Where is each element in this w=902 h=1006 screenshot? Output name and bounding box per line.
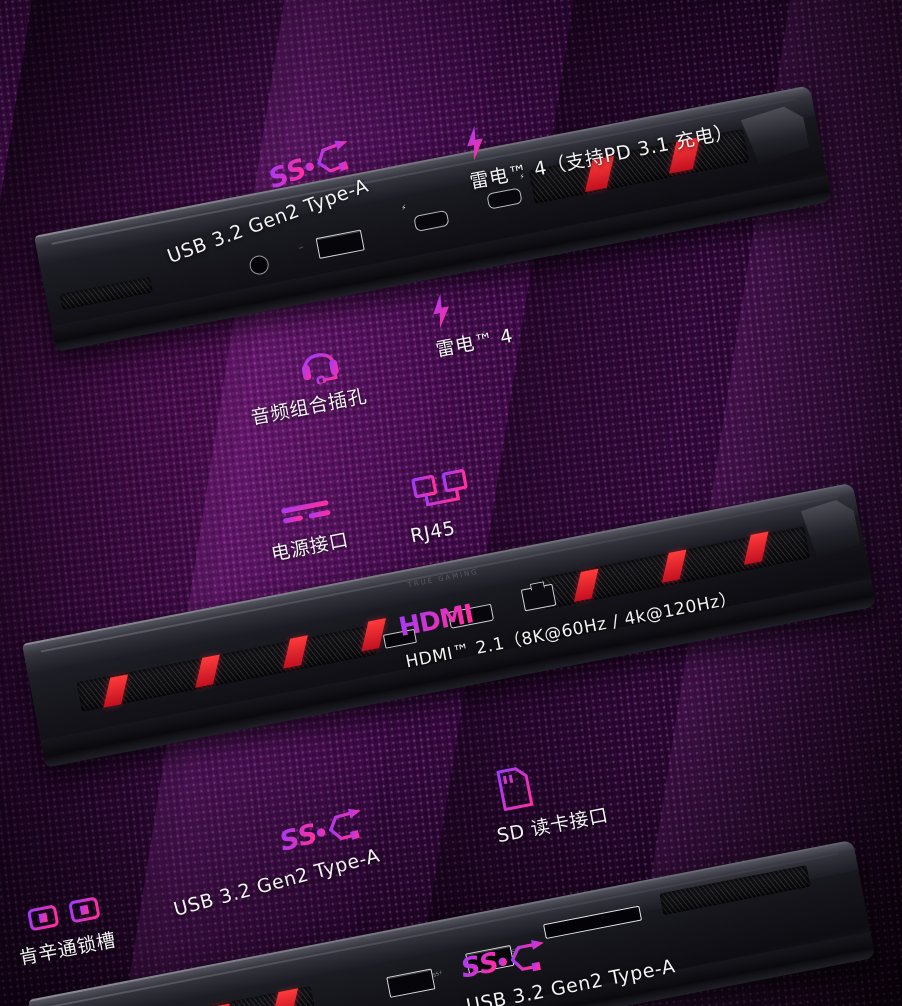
power-plug-icon bbox=[276, 494, 345, 536]
thunderbolt-icon bbox=[460, 77, 731, 165]
sd-card-icon bbox=[490, 749, 605, 818]
thunderbolt-glyph-1: ⚡ bbox=[400, 203, 408, 213]
callout-rj45: RJ45 bbox=[399, 465, 481, 547]
svg-text:SS: SS bbox=[265, 153, 311, 195]
usb-a-port-top[interactable] bbox=[315, 229, 365, 259]
usb-a-port-bottom-1[interactable] bbox=[386, 968, 436, 998]
usb-superspeed-icon: SS bbox=[457, 908, 672, 993]
audio-combo-jack-port[interactable] bbox=[248, 253, 271, 277]
callout-thunderbolt-pd: 雷电™ 4（支持PD 3.1 充电） bbox=[460, 77, 736, 194]
usb-port-glyph-bottom-1: SS⚡ bbox=[431, 969, 444, 980]
usb-port-glyph-top: ⎓ bbox=[298, 244, 305, 252]
callout-audio-combo: 音频组合插孔 bbox=[238, 330, 369, 430]
usb-superspeed-icon: SS bbox=[263, 128, 369, 204]
callout-thunderbolt-plain: 雷电™ 4 bbox=[426, 282, 515, 363]
callout-kensington: 肯辛通锁槽 bbox=[10, 890, 128, 970]
ethernet-icon bbox=[407, 465, 477, 522]
thunderbolt-port-1[interactable] bbox=[413, 209, 450, 232]
callout-power-port: 电源接口 bbox=[262, 494, 350, 567]
thunderbolt-icon bbox=[426, 282, 510, 334]
callout-usb-bottom-right: SS USB 3.2 Gen2 Type-A bbox=[455, 908, 677, 1006]
callout-sd-reader: SD 读卡接口 bbox=[484, 749, 610, 848]
headset-icon bbox=[291, 330, 363, 391]
svg-text:SS: SS bbox=[276, 818, 321, 858]
usb-superspeed-icon: SS bbox=[275, 797, 380, 866]
vent-grille-top-left bbox=[59, 276, 153, 310]
callout-usb-bottom-left: SS USB 3.2 Gen2 Type-A bbox=[159, 797, 386, 921]
callout-usb-top-left: SS USB 3.2 Gen2 Type-A bbox=[148, 128, 377, 268]
thunderbolt-port-2[interactable] bbox=[486, 187, 523, 210]
svg-text:SS: SS bbox=[458, 947, 501, 985]
chain-lock-icon bbox=[14, 890, 122, 941]
red-accent-bar-bot-2 bbox=[272, 988, 299, 1006]
